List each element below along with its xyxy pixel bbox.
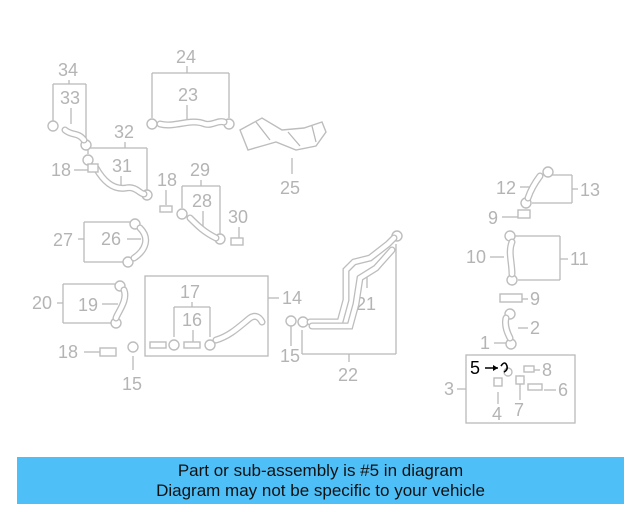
leader-lines bbox=[52, 66, 578, 424]
callout-26: 26 bbox=[101, 229, 121, 249]
callout-17: 17 bbox=[180, 282, 200, 302]
callout-6: 6 bbox=[558, 380, 568, 400]
callout-34: 34 bbox=[58, 60, 78, 80]
callout-3: 3 bbox=[444, 379, 454, 399]
callout-11: 11 bbox=[570, 249, 589, 269]
callout-32: 32 bbox=[114, 122, 134, 142]
callout-18-a: 18 bbox=[51, 160, 71, 180]
caption-line-part: Part or sub-assembly is #5 in diagram bbox=[177, 460, 464, 480]
callout-10: 10 bbox=[466, 247, 486, 267]
part-illustrations bbox=[47, 117, 554, 391]
callout-8: 8 bbox=[542, 360, 552, 380]
callout-25: 25 bbox=[280, 178, 300, 198]
callout-29: 29 bbox=[190, 160, 210, 180]
callout-33: 33 bbox=[60, 88, 80, 108]
caption-line-disclaimer: Diagram may not be specific to your vehi… bbox=[156, 480, 485, 500]
callout-9-b: 9 bbox=[530, 289, 540, 309]
parts-diagram: 34 33 24 23 32 31 18 18 18 29 28 30 25 1… bbox=[32, 47, 600, 424]
callout-19: 19 bbox=[78, 295, 98, 315]
callout-31: 31 bbox=[112, 156, 132, 176]
callout-1: 1 bbox=[480, 333, 490, 353]
callout-9-a: 9 bbox=[488, 208, 498, 228]
callout-4: 4 bbox=[492, 404, 502, 424]
callout-24: 24 bbox=[176, 47, 196, 67]
callout-20: 20 bbox=[32, 293, 52, 313]
callout-18-c: 18 bbox=[58, 342, 78, 362]
callout-2: 2 bbox=[530, 318, 540, 338]
callout-7: 7 bbox=[514, 400, 524, 420]
callout-21: 21 bbox=[356, 294, 376, 314]
callout-15-a: 15 bbox=[280, 346, 300, 366]
callout-18-b: 18 bbox=[157, 170, 177, 190]
callout-28: 28 bbox=[192, 191, 212, 211]
callout-15-b: 15 bbox=[122, 374, 142, 394]
callout-16: 16 bbox=[182, 310, 202, 330]
callout-14: 14 bbox=[282, 288, 302, 308]
callout-23: 23 bbox=[178, 85, 198, 105]
callout-27: 27 bbox=[53, 230, 73, 250]
callout-22: 22 bbox=[338, 365, 358, 385]
callout-13: 13 bbox=[580, 180, 600, 200]
callout-5-highlighted: 5 bbox=[470, 358, 480, 378]
callout-30: 30 bbox=[228, 207, 248, 227]
callout-12: 12 bbox=[496, 178, 516, 198]
info-caption-banner: Part or sub-assembly is #5 in diagram Di… bbox=[17, 457, 624, 504]
